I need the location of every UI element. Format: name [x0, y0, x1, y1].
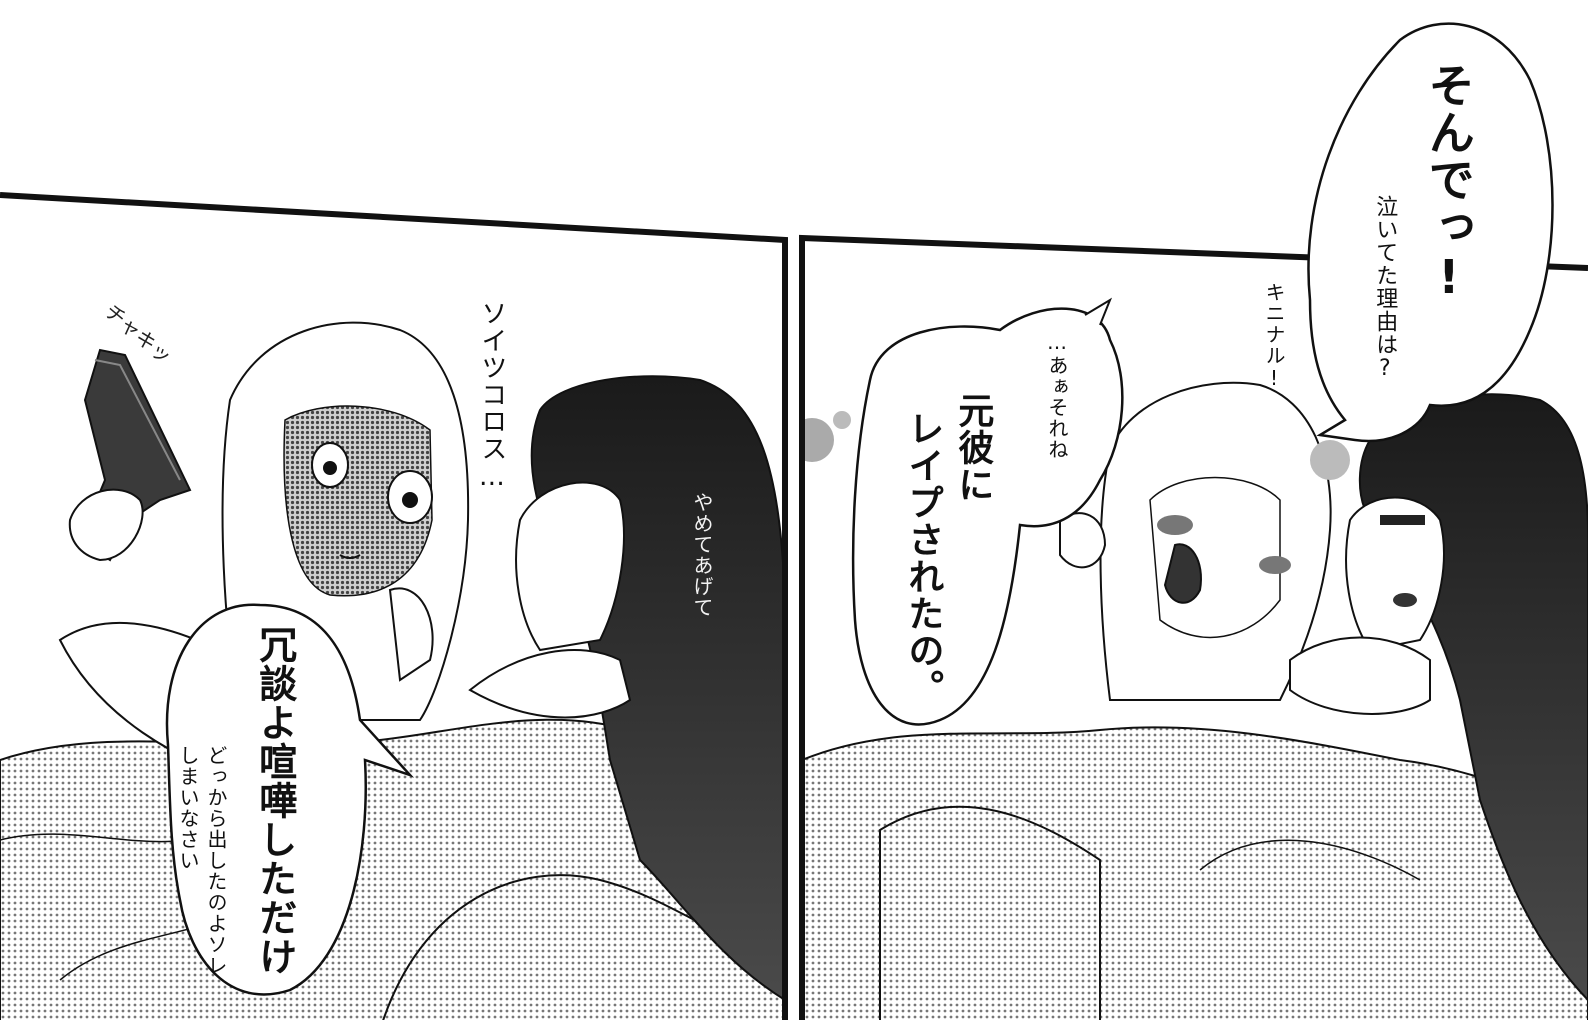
sfx-curious: キニナル!	[1262, 282, 1286, 391]
bubble-question-sub: 泣いてた理由は?	[1372, 195, 1398, 382]
bubble-answer-sub: …あぁそれね	[1045, 330, 1069, 460]
bubble-joke-main: 冗談よ喧嘩しただけ	[252, 625, 297, 976]
bubble-joke-sub-2: しまいなさい	[176, 745, 200, 871]
right-answer-bubble	[851, 297, 1124, 726]
bubble-answer-main-1: 元彼に	[952, 392, 994, 503]
bubble-joke-sub-1: どっから出したのよソレ	[204, 745, 228, 976]
thought-kill: ソイツコロス…	[476, 300, 507, 493]
left-speech-bubble	[165, 603, 415, 996]
bubble-question-main: そんでっ!	[1421, 62, 1476, 305]
whisper-stop: やめてあげて	[690, 492, 714, 618]
gun-icon	[68, 348, 192, 562]
bubble-answer-main-2: レイプされたの。	[902, 410, 944, 706]
right-question-bubble	[1307, 22, 1554, 443]
